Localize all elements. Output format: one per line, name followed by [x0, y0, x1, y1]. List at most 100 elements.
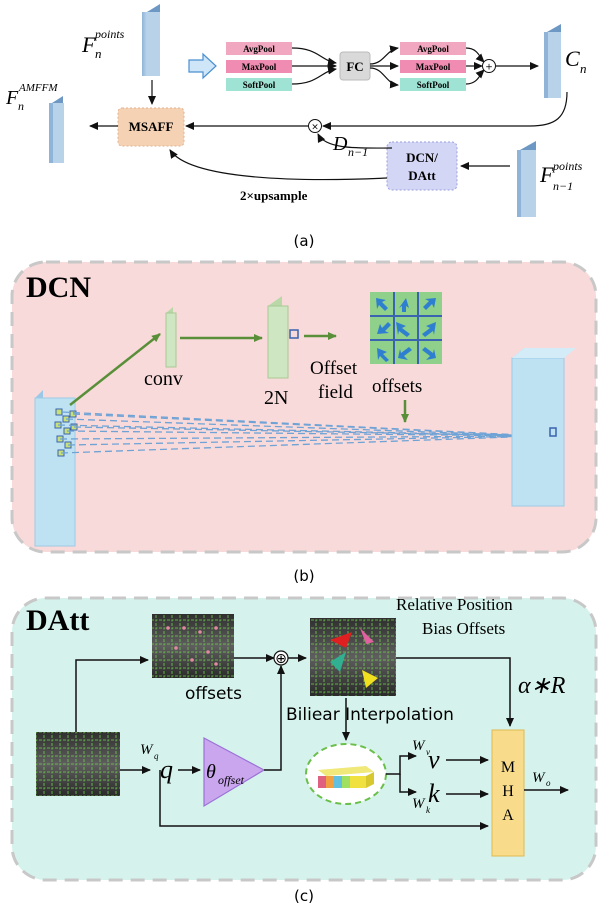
c-n-label: C: [565, 46, 580, 71]
caption-a: (a): [294, 232, 315, 250]
upsample-label: 2×upsample: [240, 188, 308, 203]
pool-soft-left: [226, 78, 292, 91]
offsets-grid: [370, 292, 442, 364]
offsets-image-top: [152, 614, 234, 678]
pool-soft-right-label: SoftPool: [417, 80, 450, 90]
wq-sub: q: [154, 751, 159, 761]
mha-letter-h: H: [502, 783, 514, 800]
oplus-label: ⊕: [275, 651, 287, 667]
offset-field-label-2: field: [318, 382, 353, 403]
sampled-tokens: [305, 743, 387, 805]
caption-c: (c): [294, 887, 314, 905]
panel-c: DAtt offsets W q q: [10, 595, 598, 905]
plus-node-label: +: [485, 63, 493, 73]
feature-map-f-points: [142, 4, 160, 76]
amffm-sub: n: [18, 99, 24, 113]
arrow-input-to-offsets: [75, 656, 149, 732]
dcn-datt-box: [386, 141, 458, 191]
wv-sub: v: [426, 747, 430, 757]
pool-max-left-label: MaxPool: [242, 62, 277, 72]
bilinear-label: Biliear Interpolation: [286, 705, 454, 725]
theta-label: θ: [206, 761, 216, 783]
wk-label: W: [412, 796, 426, 812]
arrow-input-to-conv: [69, 333, 161, 406]
f-points-sup: points: [94, 27, 125, 41]
q-label: q: [160, 755, 173, 784]
wk-sub: k: [426, 805, 431, 815]
hollow-arrow-icon: [188, 52, 217, 80]
k-label: k: [428, 779, 440, 808]
f-prev-sub: n−1: [553, 179, 573, 193]
pool-avg-left-label: AvgPool: [243, 44, 275, 54]
d-sub: n−1: [348, 145, 368, 159]
dcn-datt-label-2: DAtt: [408, 168, 436, 183]
feature-map-f-prev: [517, 141, 536, 217]
deformed-image: [310, 618, 396, 696]
wq-label: W: [140, 742, 154, 758]
wo-label: W: [532, 770, 546, 786]
arrow-cn-to-times: [322, 91, 568, 130]
times-node-label: ×: [311, 123, 319, 133]
offsets-label-c: offsets: [185, 684, 242, 704]
pool-avg-left: [226, 42, 292, 55]
conv-label: conv: [144, 368, 183, 390]
mha-letter-a: A: [502, 807, 514, 824]
feature-map-amffm: [49, 96, 64, 163]
arrow-fc-to-soft: [369, 67, 399, 89]
offset-field-label-1: Offset: [310, 358, 358, 379]
panel-a: F n points AvgPool MaxPool SoftPool FC A…: [5, 4, 587, 250]
pool-soft-left-label: SoftPool: [243, 80, 276, 90]
mha-letter-m: M: [501, 759, 515, 776]
conv-block: [165, 307, 177, 368]
arrow-tokens-to-v: [386, 752, 417, 775]
c-n-sub: n: [580, 61, 587, 76]
d-label: D: [332, 133, 348, 155]
arrow-avg-to-fc: [291, 47, 337, 66]
offsets-label-b: offsets: [372, 376, 422, 397]
mha-box: [491, 729, 525, 857]
pool-max-left: [226, 60, 292, 73]
arrow-fc-to-avg: [369, 45, 399, 65]
input-image: [36, 732, 120, 796]
caption-b: (b): [293, 567, 314, 585]
theta-sub: offset: [218, 773, 245, 787]
output-marker: [549, 427, 557, 437]
panel-c-title: DAtt: [26, 604, 89, 637]
panel-b-background: [10, 260, 598, 554]
projection-lines: [57, 411, 541, 454]
wo-sub: o: [546, 778, 551, 788]
dcn-output-map: [511, 348, 576, 507]
arrow-tokens-to-k: [399, 774, 417, 796]
msaff-label: MSAFF: [129, 119, 174, 134]
relpos-label-1: Relative Position: [396, 595, 513, 614]
arrow-soft-to-fc: [291, 66, 337, 85]
offset-field-marker: [289, 329, 299, 339]
fc-label: FC: [346, 59, 363, 74]
arrow-deformed-to-mha: [396, 657, 514, 727]
f-points-label: F: [81, 32, 96, 57]
msaff-box: [117, 107, 185, 147]
panel-b-title: DCN: [26, 271, 91, 304]
amffm-label: F: [5, 87, 19, 109]
arrow-avg-to-plus: [465, 47, 485, 63]
pool-max-right: [400, 60, 466, 73]
relpos-label-2: Bias Offsets: [422, 619, 505, 638]
pool-avg-right-label: AvgPool: [417, 44, 449, 54]
arrow-theta-to-oplus: [264, 665, 285, 771]
f-points-sub: n: [95, 46, 102, 61]
pool-soft-right: [400, 78, 466, 91]
alpha-r-label: α∗R: [518, 673, 566, 699]
f-prev-sup: points: [552, 159, 583, 173]
arrow-dcn-to-msaff: [169, 149, 388, 181]
arrow-input-to-mha: [159, 770, 489, 830]
times-node: [308, 119, 322, 133]
dcn-datt-label-1: DCN/: [406, 150, 438, 165]
feature-map-c-n: [544, 24, 561, 98]
v-label: v: [428, 745, 440, 774]
twon-label: 2N: [264, 387, 288, 409]
offset-arrows: [376, 298, 436, 362]
offset-field-block: [267, 296, 299, 379]
theta-offset-block: [203, 737, 266, 808]
arrow-soft-to-plus: [465, 69, 485, 85]
